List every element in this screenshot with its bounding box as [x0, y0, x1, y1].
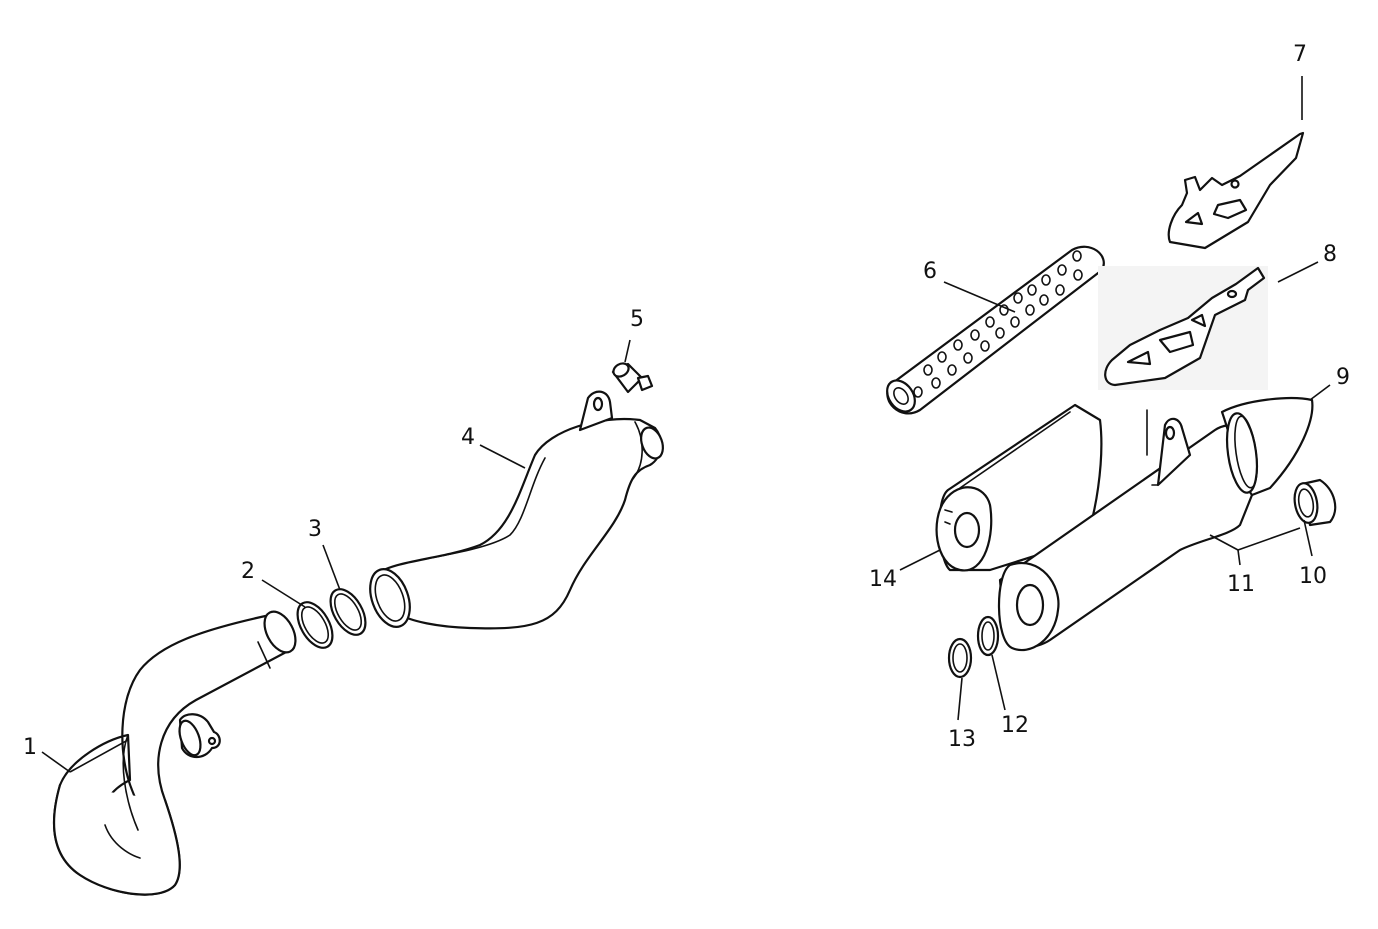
leader-12: [991, 654, 1006, 711]
leader-14: [899, 549, 941, 571]
callout-3: 3: [308, 517, 322, 542]
callout-2: 2: [241, 559, 255, 584]
callout-5: 5: [630, 307, 644, 332]
callout-4: 4: [461, 425, 475, 450]
leader-lines: [41, 76, 1331, 773]
part-11-muffler: [997, 409, 1264, 651]
part-12-ring: [976, 615, 1000, 657]
callout-14: 14: [869, 567, 897, 592]
leader-4: [479, 444, 526, 469]
leader-11c: [1237, 549, 1241, 566]
part-3-ring: [329, 588, 367, 636]
leader-11a: [1209, 534, 1239, 551]
callout-6: 6: [923, 259, 937, 284]
leader-1b: [69, 739, 129, 773]
part-5-bung: [611, 362, 654, 394]
callout-9: 9: [1336, 365, 1350, 390]
leader-2: [261, 579, 306, 608]
part-1-header-pipe: [52, 610, 297, 896]
callout-10: 10: [1299, 564, 1327, 589]
part-2-ring: [296, 601, 334, 649]
leader-11b: [1237, 527, 1301, 551]
leader-5: [624, 339, 631, 363]
callout-11: 11: [1227, 572, 1255, 597]
callout-12: 12: [1001, 713, 1029, 738]
part-8-bracket: [1098, 266, 1268, 390]
leader-8: [1277, 261, 1319, 283]
leader-9: [1309, 384, 1331, 401]
part-14-inner-core: [935, 403, 1103, 572]
leader-3: [322, 544, 341, 591]
callout-7: 7: [1293, 42, 1307, 67]
part-4-mid-pipe: [369, 390, 664, 630]
leader-6: [943, 281, 1016, 313]
part-10-tail-pipe: [1293, 478, 1337, 527]
callout-1: 1: [23, 735, 37, 760]
callout-13: 13: [948, 727, 976, 752]
part-6-heat-shield: [886, 245, 1105, 415]
leader-10: [1303, 519, 1313, 557]
leader-13: [957, 677, 963, 721]
part-13-ring: [947, 637, 973, 679]
part-7-bracket: [1167, 131, 1305, 250]
leader-1: [41, 751, 71, 773]
callout-8: 8: [1323, 242, 1337, 267]
part-9-end-cap: [1220, 397, 1314, 497]
